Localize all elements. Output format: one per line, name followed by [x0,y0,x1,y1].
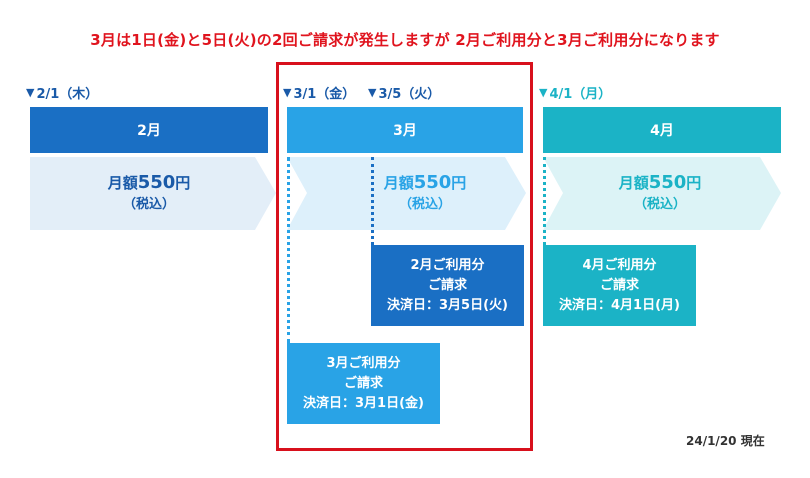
price-apr: 月額550円 （税込） [585,172,735,216]
bill-date: 決済日：4月1日(月) [559,297,680,313]
bill-subtitle: ご請求 [599,277,639,293]
bill-date: 決済日：3月1日(金) [303,395,424,411]
feb-band [30,157,276,230]
down-triangle-icon: ▼ [539,85,548,99]
price-amount: 550 [137,172,176,193]
mar-band [287,157,526,230]
highlight-frame [276,62,533,451]
bill-feb-usage: 2月ご利用分 ご請求 決済日：3月5日(火) [371,245,524,326]
bill-title: 3月ご利用分 [326,355,401,371]
page-title: 3月は1日(金)と5日(火)の2回ご請求が発生しますが 2月ご利用分と3月ご利用… [90,31,720,49]
down-triangle-icon: ▼ [368,85,377,99]
price-mar: 月額550円 （税込） [350,172,500,216]
date-mar1-label: 3/1（金） [293,86,356,102]
price-unit: 円 [686,174,702,192]
as-of-date: 24/1/20 現在 [686,434,765,448]
bill-date: 決済日：3月5日(火) [387,297,508,313]
bill-apr-usage: 4月ご利用分 ご請求 決済日：4月1日(月) [543,245,696,326]
month-bar-mar: 3月 [287,107,523,153]
down-triangle-icon: ▼ [283,85,292,99]
date-mar5-label: 3/5（火） [378,86,441,102]
date-feb-label: 2/1（木） [36,86,99,102]
down-triangle-icon: ▼ [26,85,35,99]
connector-apr1 [543,157,546,245]
month-bar-apr: 4月 [543,107,781,153]
price-amount: 550 [648,172,687,193]
price-feb: 月額550円 （税込） [30,172,268,216]
price-tax: （税込） [633,197,686,212]
date-mar1: ▼ 3/1（金） [283,84,356,102]
price-prefix: 月額 [107,174,138,192]
bill-mar-usage: 3月ご利用分 ご請求 決済日：3月1日(金) [287,343,440,424]
price-prefix: 月額 [383,174,414,192]
price-unit: 円 [175,174,191,192]
price-tax: （税込） [398,197,451,212]
date-feb: ▼ 2/1（木） [26,84,99,102]
bill-subtitle: ご請求 [427,277,467,293]
bill-title: 2月ご利用分 [410,257,485,273]
price-unit: 円 [451,174,467,192]
month-bar-feb: 2月 [30,107,268,153]
price-amount: 550 [413,172,452,193]
date-apr: ▼ 4/1（月） [539,84,612,102]
bill-title: 4月ご利用分 [582,257,657,273]
connector-mar5 [371,157,374,245]
connector-mar1 [287,157,290,343]
apr-band [543,157,781,230]
price-tax: （税込） [122,197,175,212]
date-mar5: ▼ 3/5（火） [368,84,441,102]
bill-subtitle: ご請求 [343,375,383,391]
date-apr-label: 4/1（月） [549,86,612,102]
price-prefix: 月額 [618,174,649,192]
